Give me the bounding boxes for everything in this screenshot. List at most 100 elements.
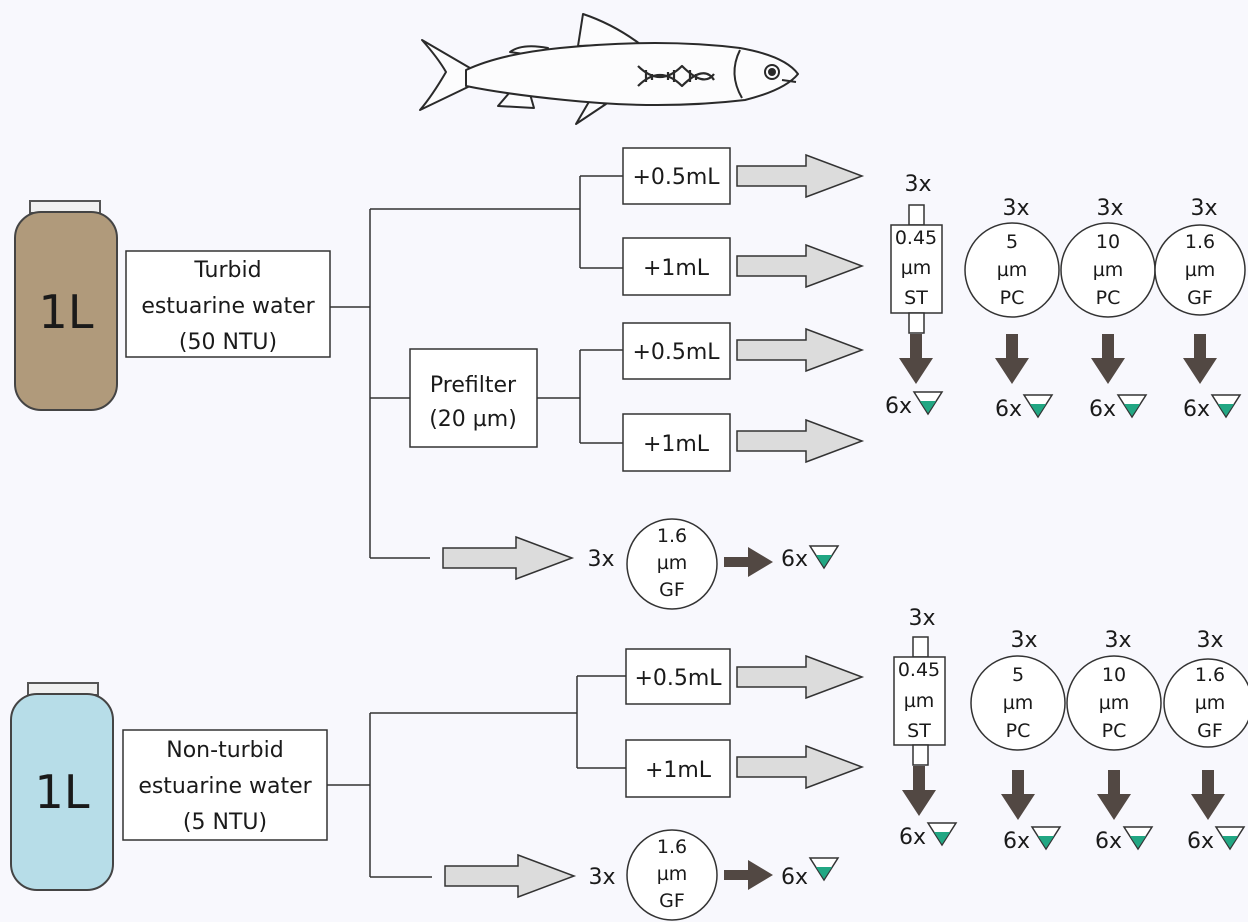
filter-replicate-count: 3x (587, 547, 614, 572)
sterivex-filter: 3x 0.45 µm ST (891, 172, 942, 333)
extract-replicates: 6x (1187, 827, 1244, 854)
tube-icon (1118, 395, 1146, 417)
replicate-count: 6x (781, 547, 808, 572)
filter-unit: µm (657, 863, 688, 885)
filter-pore-size: 1.6 (657, 836, 687, 858)
filter-type: ST (907, 720, 931, 742)
volume-box: +1mL (623, 414, 730, 471)
direct-gf-filter: 3x 1.6 µm GF (588, 830, 717, 920)
filter-unit: µm (997, 259, 1028, 281)
sample-title-line: (50 NTU) (179, 330, 277, 355)
extract-replicates: 6x (781, 546, 838, 572)
jar-volume-label: 1L (35, 765, 90, 819)
tube-icon (928, 823, 956, 845)
replicate-count: 6x (1095, 829, 1122, 854)
fish-with-dna-icon (420, 14, 798, 124)
fish-tail-fin (420, 40, 470, 110)
sample-title-line: estuarine water (141, 294, 315, 319)
filter-replicate-count: 3x (1010, 628, 1037, 653)
filter-unit: µm (1093, 259, 1124, 281)
sample-title-line: Non-turbid (166, 738, 283, 763)
filter-disc: 3x 10 µm PC (1067, 628, 1161, 750)
replicate-count: 6x (781, 865, 808, 890)
sample-title-line: (5 NTU) (183, 810, 267, 835)
replicate-count: 6x (1187, 829, 1214, 854)
extraction-arrow (1001, 770, 1035, 820)
turbid-sample-box: Turbid estuarine water (50 NTU) (126, 251, 330, 357)
filter-pore-size: 10 (1102, 664, 1126, 686)
volume-label: +0.5mL (632, 165, 720, 190)
replicate-count: 6x (1003, 829, 1030, 854)
volume-label: +1mL (645, 758, 712, 783)
tube-icon (1032, 827, 1060, 849)
filter-disc: 3x 5 µm PC (965, 196, 1059, 317)
filter-unit: µm (657, 552, 688, 574)
filter-pore-size: 10 (1096, 231, 1120, 253)
replicate-count: 6x (899, 825, 926, 850)
replicate-count: 6x (995, 397, 1022, 422)
filter-type: GF (659, 579, 685, 601)
filter-unit: µm (904, 690, 935, 712)
tube-icon (1124, 827, 1152, 849)
filter-disc: 3x 1.6 µm GF (1164, 628, 1248, 747)
filter-unit: µm (1195, 692, 1226, 714)
extraction-arrow (1091, 334, 1125, 384)
volume-box: +0.5mL (623, 323, 730, 379)
jar-volume-label: 1L (39, 285, 94, 339)
extraction-arrow (899, 334, 933, 384)
filter-disc: 3x 1.6 µm GF (1155, 196, 1245, 315)
filter-type: PC (1102, 720, 1127, 742)
extraction-arrow (1183, 334, 1217, 384)
filter-disc: 3x 10 µm PC (1061, 196, 1155, 317)
flow-arrow (737, 245, 862, 287)
volume-label: +0.5mL (634, 666, 722, 691)
fish-dorsal-fin (578, 14, 640, 46)
clear-water-jar: 1L (11, 683, 113, 890)
clear-connector-lines (327, 676, 626, 877)
filter-type: GF (659, 890, 685, 912)
filter-type: PC (1006, 720, 1031, 742)
extract-replicates: 6x (885, 392, 942, 419)
filter-type: GF (1187, 287, 1213, 309)
extract-replicates: 6x (995, 395, 1052, 422)
filter-replicate-count: 3x (1190, 196, 1217, 221)
flow-arrow (737, 420, 862, 462)
prefilter-size-label: (20 µm) (429, 407, 517, 432)
filter-type: PC (1096, 287, 1121, 309)
filter-pore-size: 1.6 (657, 525, 687, 547)
extraction-arrow (995, 334, 1029, 384)
flow-arrow (443, 537, 572, 579)
filter-unit: µm (1099, 692, 1130, 714)
tube-icon (1212, 395, 1240, 417)
tube-icon (1216, 827, 1244, 849)
flow-arrow (445, 855, 574, 897)
volume-label: +0.5mL (632, 340, 720, 365)
volume-label: +1mL (643, 432, 710, 457)
filter-replicate-count: 3x (1104, 628, 1131, 653)
filter-pore-size: 0.45 (895, 227, 937, 249)
tube-icon (914, 392, 942, 414)
volume-label: +1mL (643, 256, 710, 281)
extract-replicates: 6x (1003, 827, 1060, 854)
extract-replicates: 6x (781, 858, 838, 890)
filter-pore-size: 0.45 (898, 659, 940, 681)
volume-box: +1mL (626, 740, 730, 797)
prefilter-box: Prefilter (20 µm) (410, 349, 537, 447)
filter-pore-size: 5 (1006, 231, 1018, 253)
filter-type: PC (1000, 287, 1025, 309)
extract-replicates: 6x (899, 823, 956, 850)
fish-pupil (769, 69, 775, 75)
extraction-arrow (724, 547, 773, 577)
filter-pore-size: 1.6 (1195, 664, 1225, 686)
filter-type: ST (904, 287, 928, 309)
filter-unit: µm (1185, 259, 1216, 281)
tube-icon (810, 546, 838, 568)
tube-icon (1024, 395, 1052, 417)
filter-disc: 3x 5 µm PC (971, 628, 1065, 750)
replicate-count: 6x (1089, 397, 1116, 422)
sample-title-line: estuarine water (138, 774, 312, 799)
extraction-arrow (1097, 770, 1131, 820)
prefilter-label: Prefilter (430, 373, 517, 398)
filter-unit: µm (1003, 692, 1034, 714)
